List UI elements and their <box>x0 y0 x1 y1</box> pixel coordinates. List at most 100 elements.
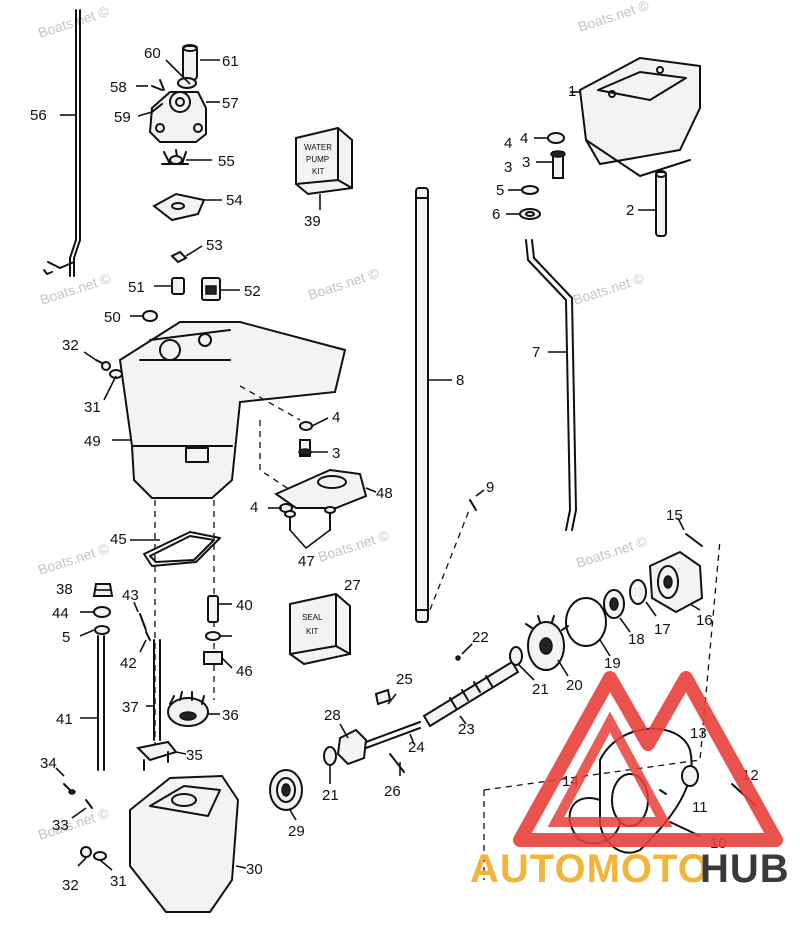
callout-6: 6 <box>492 206 500 223</box>
part-washer-4d <box>205 631 221 641</box>
callout-15: 15 <box>666 507 683 524</box>
callout-34: 34 <box>40 755 57 772</box>
callout-35: 35 <box>186 747 203 764</box>
callout-37: 37 <box>122 699 139 716</box>
callout-labels: 1 2 3 4 5 6 7 8 9 10 11 12 13 14 15 16 1… <box>30 45 759 894</box>
callout-8: 8 <box>456 372 464 389</box>
part-shaft-37 <box>153 639 161 741</box>
part-pin-43 <box>139 613 147 631</box>
callout-44: 44 <box>52 605 69 622</box>
callout-24: 24 <box>408 739 425 756</box>
callout-39: 39 <box>304 213 321 230</box>
part-seal-5b <box>94 625 110 635</box>
part-prop-shaft-23 <box>422 660 520 728</box>
part-washer-21 <box>323 746 337 766</box>
part-o-ring-19 <box>565 597 607 647</box>
part-gear-36 <box>167 691 209 727</box>
callout-4: 4 <box>520 130 528 147</box>
callout-38: 38 <box>56 581 73 598</box>
part-washer-4 <box>299 421 313 431</box>
assembly-line <box>259 420 291 491</box>
part-shift-rod-7 <box>525 239 577 531</box>
part-stud-40 <box>207 595 219 623</box>
callout-32b: 32 <box>62 877 79 894</box>
callout-5b: 5 <box>62 629 70 646</box>
callout-7: 7 <box>532 344 540 361</box>
part-driveshaft-8 <box>415 187 429 623</box>
part-gear-case-30 <box>129 774 240 913</box>
callout-53: 53 <box>206 237 223 254</box>
watermark: Boats.net © <box>574 533 649 571</box>
part-washer-4c <box>547 132 565 144</box>
callout-18: 18 <box>628 631 645 648</box>
callout-23: 23 <box>458 721 475 738</box>
assembly-line <box>425 507 471 621</box>
callout-41: 41 <box>56 711 73 728</box>
part-bushing-51 <box>171 277 185 295</box>
part-screw-32b <box>80 846 92 858</box>
part-screw-15 <box>685 533 703 547</box>
part-screws-47 <box>284 506 336 531</box>
part-shift-shaft-24 <box>365 721 421 749</box>
callout-56: 56 <box>30 107 47 124</box>
callout-27: 27 <box>344 577 361 594</box>
watermark: Boats.net © <box>306 265 381 303</box>
part-bearing-29 <box>269 769 303 811</box>
kit-label-line: KIT <box>306 627 319 636</box>
callout-31b: 31 <box>110 873 127 890</box>
callout-30: 30 <box>246 861 263 878</box>
part-seal-kit-27: SEAL KIT <box>289 592 351 666</box>
part-pin-33 <box>85 799 93 809</box>
callout-40: 40 <box>236 597 253 614</box>
callout-59: 59 <box>114 109 131 126</box>
part-washer-6 <box>519 208 541 220</box>
kit-label-line: SEAL <box>302 613 323 622</box>
callout-49: 49 <box>84 433 101 450</box>
callout-52: 52 <box>244 283 261 300</box>
part-washer-31 <box>109 369 123 379</box>
callout-61: 61 <box>222 53 239 70</box>
callout-22: 22 <box>472 629 489 646</box>
callout-42: 42 <box>120 655 137 672</box>
part-screw-3 <box>298 439 312 457</box>
watermark: Boats.net © <box>571 270 646 308</box>
part-tube-61 <box>182 44 198 81</box>
callout-3: 3 <box>522 154 530 171</box>
callout-26: 26 <box>384 783 401 800</box>
part-nut-13 <box>681 765 699 787</box>
callout-46: 46 <box>236 663 253 680</box>
part-tube-2 <box>655 170 667 237</box>
part-washer-31b <box>93 851 107 861</box>
part-pin-42 <box>145 631 151 641</box>
callout-4b: 4 <box>332 409 340 426</box>
part-exhaust-housing-1 <box>578 56 701 177</box>
part-nut-25 <box>374 688 392 706</box>
part-screw-3b <box>550 150 566 179</box>
part-plate-54 <box>152 192 206 222</box>
logo-text-part1: AUTOMOTO <box>470 847 710 891</box>
part-key-53 <box>170 250 188 264</box>
part-washer-21b <box>509 646 523 666</box>
part-pin-11 <box>659 789 667 795</box>
part-impeller-55 <box>161 149 189 165</box>
watermark: Boats.net © <box>36 805 111 843</box>
callout-57: 57 <box>222 95 239 112</box>
automotohub-logo: AUTOMOTO HUB <box>470 671 789 891</box>
logo-triangle-outer <box>513 671 783 847</box>
part-shift-rod-56 <box>43 9 81 277</box>
callout-25: 25 <box>396 671 413 688</box>
logo-triangle-inner <box>547 711 673 827</box>
part-water-pump-kit-39: WATER PUMP KIT <box>295 126 353 196</box>
watermark: Boats.net © <box>36 540 111 578</box>
callout-58: 58 <box>110 79 127 96</box>
callout-48: 48 <box>376 485 393 502</box>
part-grommet-60 <box>177 77 197 89</box>
callout-3c: 3 <box>504 159 512 176</box>
callout-5: 5 <box>496 182 504 199</box>
callout-36: 36 <box>222 707 239 724</box>
part-bearing-18 <box>603 589 625 619</box>
kit-label-line: KIT <box>312 167 325 176</box>
part-pin-34 <box>63 783 76 795</box>
part-screw-32 <box>95 359 111 371</box>
